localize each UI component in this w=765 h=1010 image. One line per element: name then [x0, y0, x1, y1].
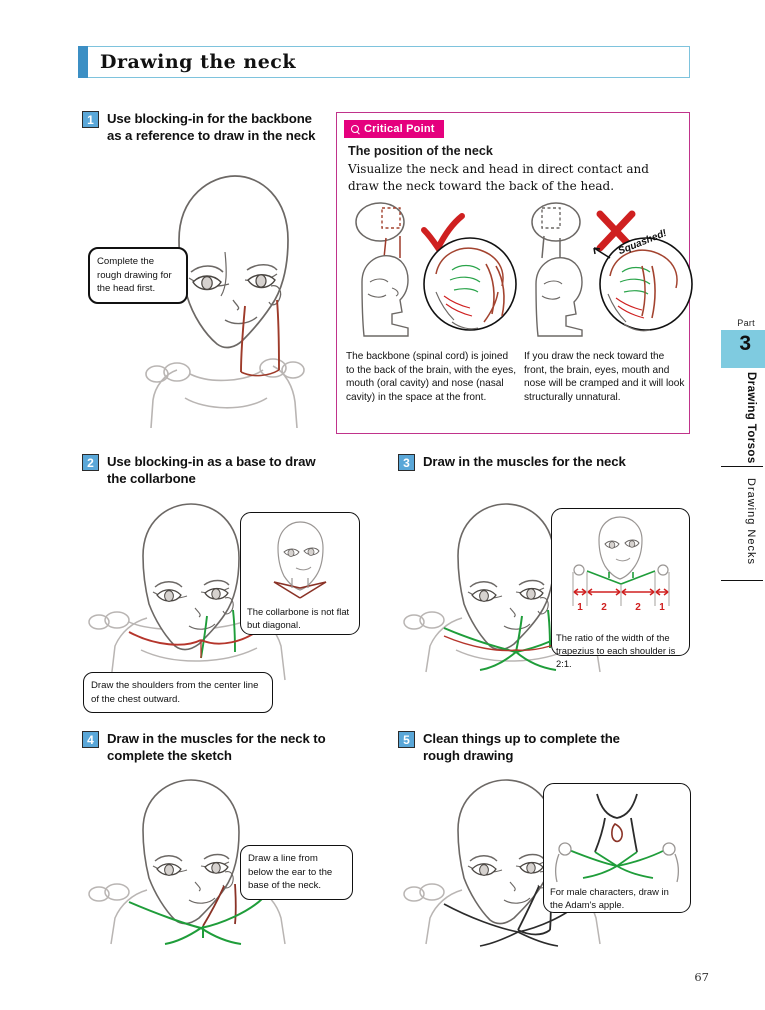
- step-2-illustration: [85, 500, 315, 685]
- sidebar-part-tab: [721, 330, 765, 368]
- step-number-4: 4: [82, 731, 99, 748]
- critical-point-subtitle: The position of the neck: [348, 144, 493, 158]
- step-1-illustration: [85, 160, 335, 430]
- sidebar-divider-top: [721, 466, 763, 467]
- sidebar-divider-bottom: [721, 580, 763, 581]
- ratio-label-0: 1: [577, 602, 583, 613]
- page-number: 67: [694, 970, 709, 984]
- page-title: Drawing the neck: [100, 51, 297, 73]
- ratio-label-1: 2: [601, 602, 607, 613]
- sidebar-part-label: Drawing Torsos: [745, 372, 757, 464]
- search-icon: [351, 124, 360, 134]
- sidebar-section-label: Drawing Necks: [745, 478, 757, 565]
- step-5-inset-caption: For male characters, draw in the Adam's …: [550, 886, 669, 910]
- critical-point-tag: Critical Point: [344, 120, 444, 138]
- step-5-inset-illustration: [555, 790, 681, 883]
- ratio-label-3: 1: [659, 602, 665, 613]
- step-title-3: Draw in the muscles for the neck: [423, 454, 626, 469]
- step-number-5: 5: [398, 731, 415, 748]
- step-3-inset-illustration: 1 2 2 1: [557, 514, 685, 619]
- ratio-label-2: 2: [635, 602, 641, 613]
- step-title-2: Use blocking-in as a base to draw the co…: [107, 454, 316, 487]
- critical-point-caption-left: The backbone (spinal cord) is joined to …: [346, 351, 517, 404]
- step-title-5: Clean things up to complete the rough dr…: [423, 731, 620, 764]
- step-number-3: 3: [398, 454, 415, 471]
- critical-point-diagram-incorrect: [524, 196, 694, 338]
- step-heading-1: 1 Use blocking-in for the backbone as a …: [82, 110, 327, 145]
- critical-point-body: Visualize the neck and head in direct co…: [348, 162, 649, 194]
- step-4-bubble: Draw a line from below the ear to the ba…: [240, 845, 353, 900]
- step-number-1: 1: [82, 111, 99, 128]
- step-title-1: Use blocking-in for the backbone as a re…: [107, 111, 316, 144]
- step-4-illustration: [85, 778, 315, 948]
- critical-point-tag-label: Critical Point: [364, 123, 435, 135]
- sidebar-part-number: 3: [739, 332, 751, 355]
- step-heading-3: 3 Draw in the muscles for the neck: [398, 453, 678, 471]
- step-2-inset-illustration: [250, 518, 350, 608]
- sidebar-part-word: Part: [737, 318, 755, 328]
- step-heading-2: 2 Use blocking-in as a base to draw the …: [82, 453, 332, 488]
- critical-point-diagram-correct: [348, 196, 518, 338]
- step-number-2: 2: [82, 454, 99, 471]
- step-3-inset-caption: The ratio of the width of the trapezius …: [556, 632, 676, 669]
- step-heading-5: 5 Clean things up to complete the rough …: [398, 730, 658, 765]
- step-heading-4: 4 Draw in the muscles for the neck to co…: [82, 730, 342, 765]
- header-accent-bar: [78, 45, 88, 78]
- step-2-bubble: Draw the shoulders from the center line …: [83, 672, 273, 714]
- step-title-4: Draw in the muscles for the neck to comp…: [107, 731, 326, 764]
- step-1-bubble: Complete the rough drawing for the head …: [88, 247, 188, 304]
- critical-point-caption-right: If you draw the neck toward the front, t…: [524, 351, 685, 404]
- page-header: Drawing the neck: [78, 45, 690, 78]
- step-2-inset-caption: The collarbone is not flat but diagonal.: [247, 606, 350, 630]
